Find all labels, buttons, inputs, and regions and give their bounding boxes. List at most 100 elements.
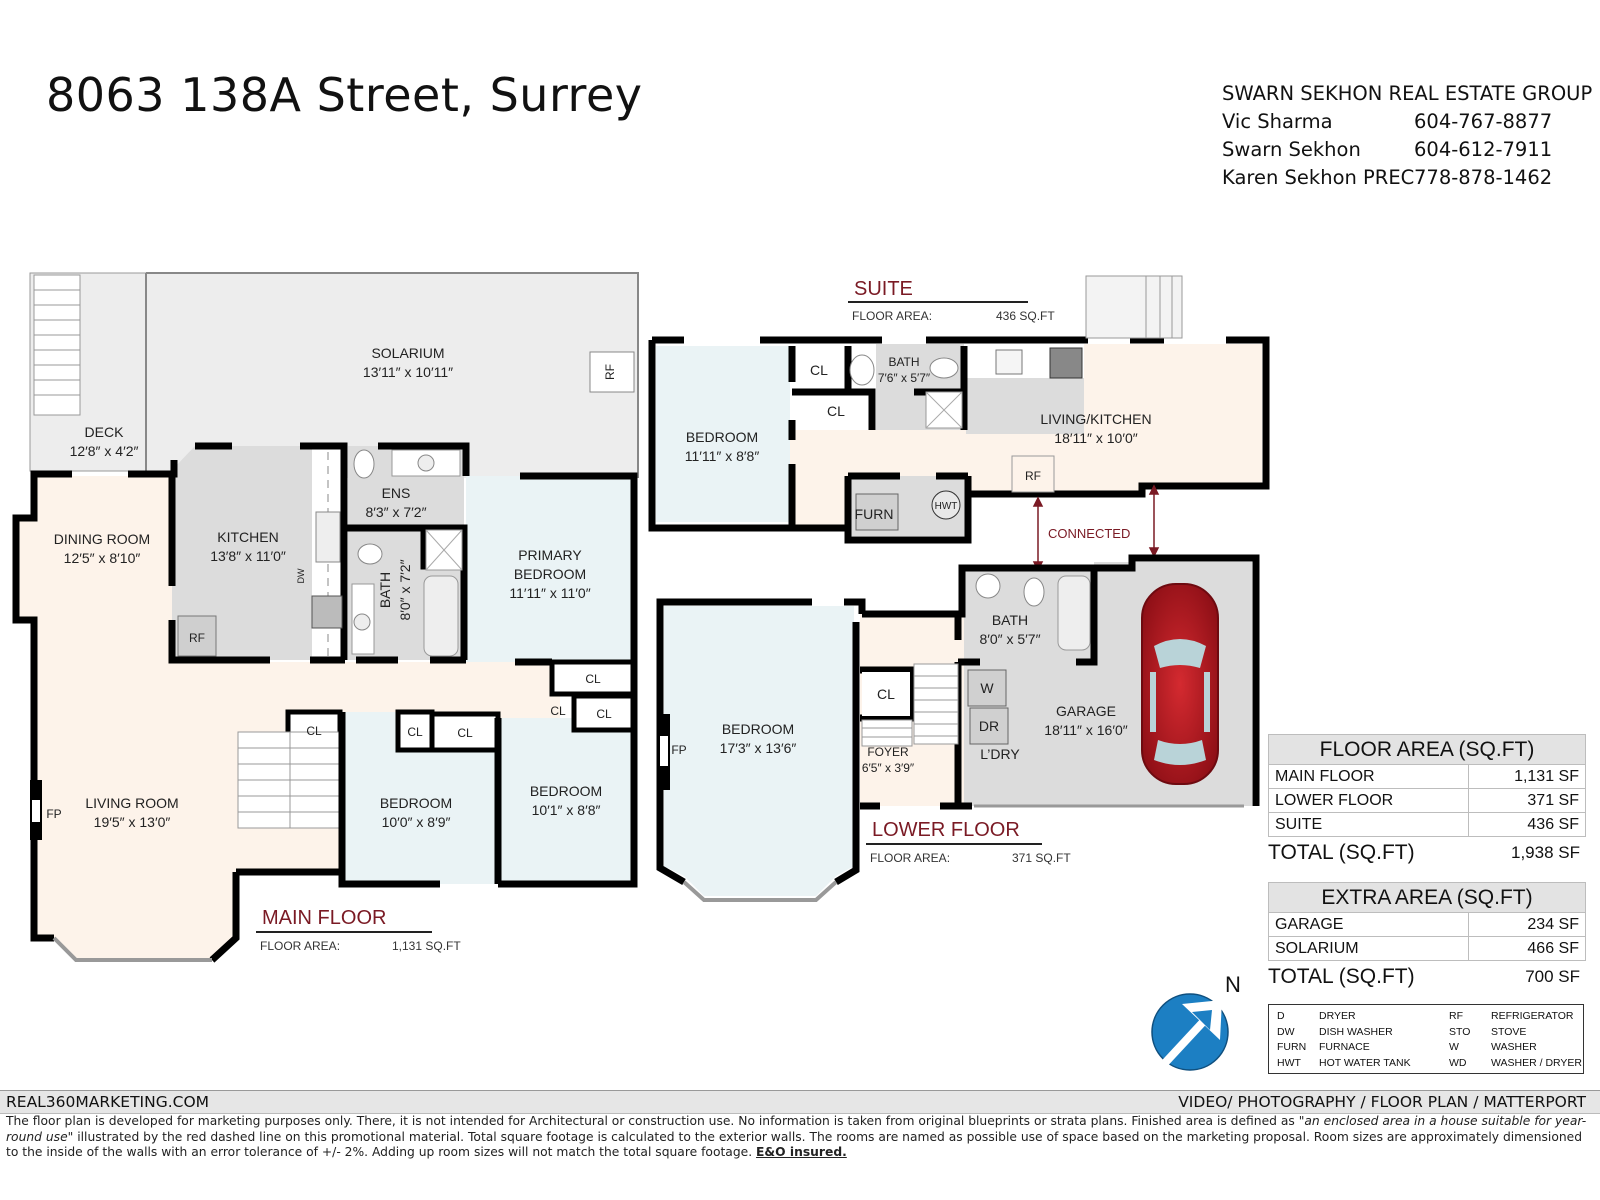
- kitchen-size: 13′8″ x 11′0″: [210, 548, 286, 564]
- agent-row: Karen Sekhon PREC 778-878-1462: [1222, 164, 1592, 192]
- fireplace-label: FP: [46, 807, 61, 821]
- kitchen-sink: [315, 511, 341, 563]
- lower-bath-sink: [975, 573, 1001, 599]
- disclaimer-text: The floor plan is developed for marketin…: [6, 1114, 1594, 1161]
- main-floor-title: MAIN FLOOR: [262, 907, 386, 929]
- bath-name: BATH: [377, 572, 393, 608]
- row-value: 436 SF: [1527, 816, 1579, 833]
- website-link[interactable]: REAL360MARKETING.COM: [6, 1093, 210, 1111]
- row-value: 371 SF: [1527, 792, 1579, 809]
- extra-area-table: EXTRA AREA (SQ.FT) GARAGE 234 SF SOLARIU…: [1268, 882, 1586, 993]
- total-value: 1,938 SF: [1511, 843, 1580, 862]
- floor-area-table-header: FLOOR AREA (SQ.FT): [1268, 734, 1586, 765]
- legend-row: HWT HOT WATER TANK WD WASHER / DRYER: [1269, 1056, 1583, 1072]
- disclaimer-part: illustrated by the red dashed line on th…: [6, 1129, 1583, 1160]
- foyer-name: FOYER: [867, 745, 909, 759]
- suite-rf-label: RF: [1025, 469, 1041, 483]
- legend-row: D DRYER RF REFRIGERATOR: [1269, 1009, 1583, 1025]
- dryer-label: DR: [979, 718, 999, 734]
- suite-hot-water-tank: [931, 490, 961, 520]
- lower-bedroom-area: [664, 606, 854, 868]
- lower-bath-tub: [1057, 575, 1091, 651]
- laundry-name: L’DRY: [980, 746, 1020, 762]
- foyer-size: 6′5″ x 3′9″: [862, 761, 915, 775]
- lower-bath-toilet: [1023, 577, 1045, 607]
- kitchen-stove: [311, 595, 343, 629]
- car-icon: [1141, 583, 1219, 785]
- solarium-name: SOLARIUM: [371, 345, 444, 361]
- living-room-name: LIVING ROOM: [85, 795, 178, 811]
- agent-phone[interactable]: 604-767-8877: [1414, 110, 1553, 133]
- legend-meaning: DISH WASHER: [1319, 1025, 1393, 1038]
- kitchen-refrigerator: [177, 615, 217, 657]
- row-label: SUITE: [1269, 813, 1469, 836]
- dishwasher-label: DW: [296, 568, 306, 583]
- legend-abbr: STO: [1449, 1025, 1471, 1038]
- legend-abbr: RF: [1449, 1010, 1463, 1022]
- row-label: GARAGE: [1269, 913, 1469, 936]
- ensuite-size: 8′3″ x 7′2″: [365, 504, 426, 520]
- legend-abbr: HWT: [1277, 1056, 1301, 1069]
- legend-meaning: STOVE: [1491, 1025, 1527, 1038]
- table-row: GARAGE 234 SF: [1268, 913, 1586, 937]
- legend-row: DW DISH WASHER STO STOVE: [1269, 1025, 1583, 1041]
- agent-name: Swarn Sekhon: [1222, 138, 1361, 161]
- agent-phone[interactable]: 604-612-7911: [1414, 138, 1553, 161]
- ensuite-name: ENS: [382, 485, 411, 501]
- suite-walls: [648, 336, 1270, 544]
- legend-abbr: WD: [1449, 1056, 1467, 1069]
- dining-room-name: DINING ROOM: [54, 531, 150, 547]
- suite-bath-sink: [849, 354, 875, 386]
- agent-name: Vic Sharma: [1222, 110, 1333, 133]
- floor-area-table: FLOOR AREA (SQ.FT) MAIN FLOOR 1,131 SF L…: [1268, 734, 1586, 869]
- row-label: MAIN FLOOR: [1269, 765, 1469, 788]
- legend-row: FURN FURNACE W WASHER: [1269, 1040, 1583, 1056]
- bedroom-3-name: BEDROOM: [530, 783, 602, 799]
- legend-abbr: FURN: [1277, 1041, 1307, 1053]
- suite-bedroom-name: BEDROOM: [686, 429, 758, 445]
- legend-meaning: DRYER: [1319, 1010, 1356, 1022]
- primary-bedroom-name-2: BEDROOM: [514, 566, 586, 582]
- closet-label: CL: [596, 707, 612, 721]
- agent-phone[interactable]: 778-878-1462: [1414, 166, 1553, 189]
- closet-label: CL: [457, 726, 473, 740]
- garage-size: 18′11″ x 16′0″: [1044, 722, 1127, 738]
- deck-name: DECK: [85, 424, 125, 440]
- property-address-title: 8063 138A Street, Surrey: [46, 68, 643, 122]
- closet-label: CL: [407, 725, 423, 739]
- table-row: MAIN FLOOR 1,131 SF: [1268, 765, 1586, 789]
- suite-living-kitchen-name: LIVING/KITCHEN: [1040, 411, 1151, 427]
- closet-label: CL: [585, 672, 601, 686]
- bath-toilet: [357, 543, 383, 565]
- suite-kitchen-sink: [995, 349, 1023, 375]
- lower-bath-name: BATH: [992, 612, 1028, 628]
- legend-meaning: WASHER: [1491, 1041, 1537, 1053]
- solarium-rf-label: RF: [603, 364, 617, 380]
- kitchen-name: KITCHEN: [217, 529, 278, 545]
- ensuite-vanity: [391, 449, 461, 477]
- closet: [429, 711, 501, 753]
- lower-floor-plan: FP CL W DR BEDRO: [656, 554, 1260, 902]
- lower-stairs: [861, 663, 959, 747]
- garage-name: GARAGE: [1056, 703, 1116, 719]
- row-value: 466 SF: [1527, 940, 1579, 957]
- legend-abbr: DW: [1277, 1025, 1295, 1038]
- row-value: 234 SF: [1527, 916, 1579, 933]
- extra-area-table-header: EXTRA AREA (SQ.FT): [1268, 882, 1586, 913]
- suite-hwt-label: HWT: [935, 501, 958, 512]
- disclaimer-part: The floor plan is developed for marketin…: [6, 1114, 1299, 1128]
- bath-size: 8′0″ x 7′2″: [397, 559, 413, 620]
- dining-room-size: 12′5″ x 8′10″: [64, 550, 141, 566]
- suite-bedroom-size: 11′11″ x 8′8″: [685, 448, 760, 464]
- dryer: [969, 707, 1009, 745]
- lower-fireplace-label: FP: [671, 743, 686, 757]
- main-floor-walls: [12, 442, 638, 963]
- agent-row: Swarn Sekhon 604-612-7911: [1222, 136, 1592, 164]
- table-row: LOWER FLOOR 371 SF: [1268, 789, 1586, 813]
- main-stairs: [237, 731, 341, 829]
- bedroom-2-name: BEDROOM: [380, 795, 452, 811]
- closet-label: CL: [810, 362, 828, 378]
- primary-bedroom-area: [466, 476, 634, 662]
- kitchen-area: [172, 446, 312, 660]
